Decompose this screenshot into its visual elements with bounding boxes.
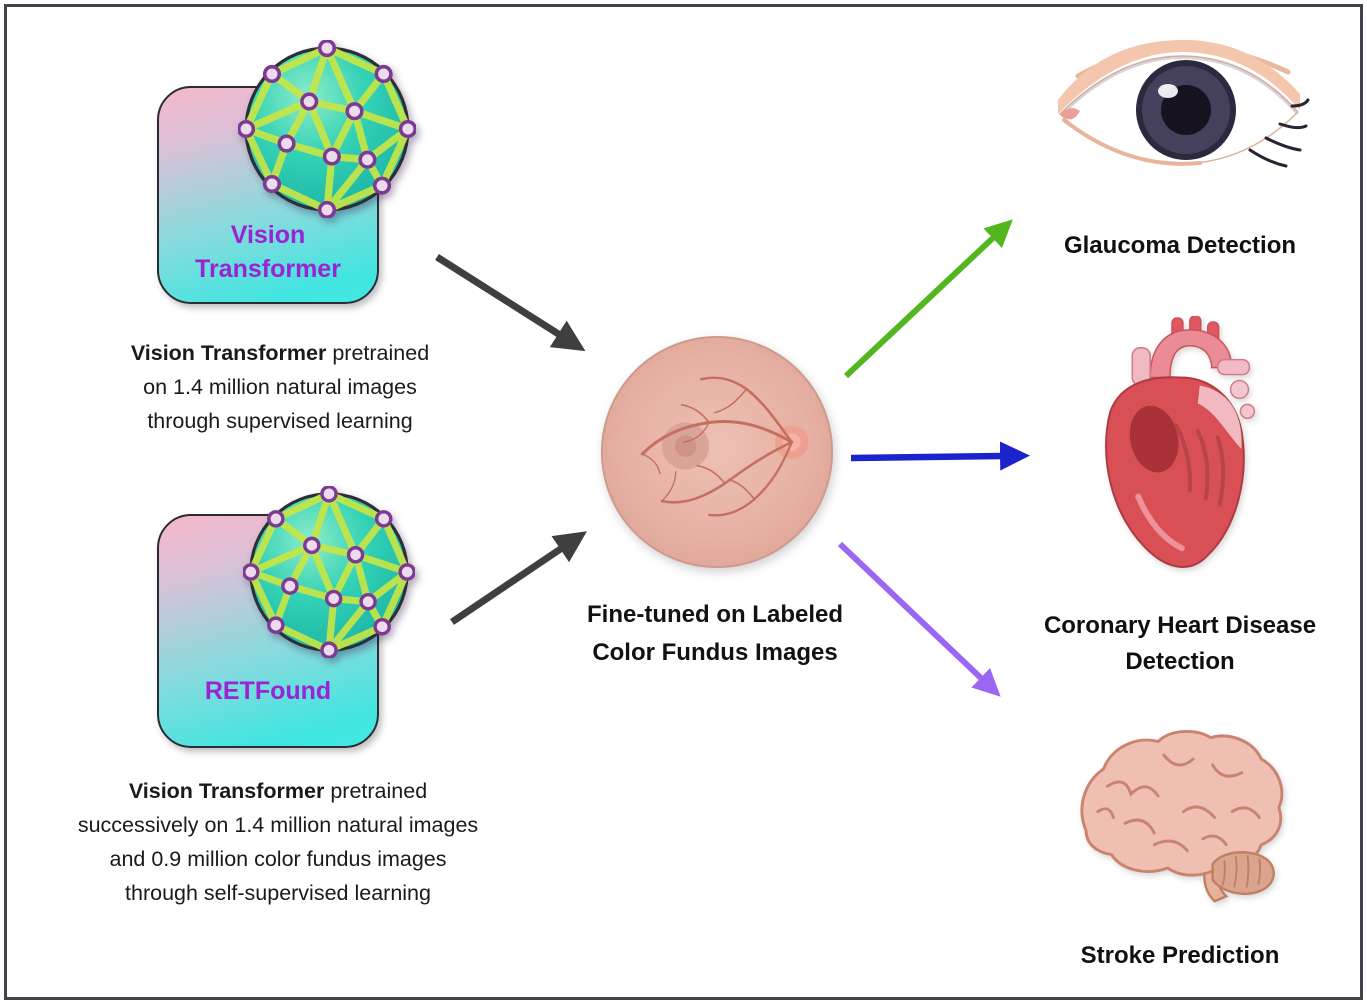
network-sphere-icon (237, 39, 417, 219)
retfound-caption: Vision Transformer pretrained successive… (18, 774, 538, 910)
retfound-caption-bold: Vision Transformer (128, 779, 325, 803)
retfound-caption-line3: and 0.9 million color fundus images (109, 847, 447, 871)
vit-caption-line1: Vision Transformer pretrained (70, 336, 490, 370)
vit-caption-rest: pretrained (326, 341, 430, 365)
eye-icon (1048, 36, 1310, 186)
retfound-box-label: RETFound (204, 677, 332, 705)
vision-transformer-box-label: Vision Transformer (159, 218, 377, 286)
retfound-caption-line2: successively on 1.4 million natural imag… (77, 813, 479, 837)
center-caption-line2: Color Fundus Images (592, 639, 838, 666)
vit-label-line2: Transformer (195, 255, 341, 283)
fundus-image-icon (599, 334, 835, 570)
vit-caption: Vision Transformer pretrained on 1.4 mil… (70, 336, 490, 438)
chd-label-line2: Detection (1125, 648, 1235, 675)
vit-label-line1: Vision (230, 221, 306, 249)
retfound-caption-line1: Vision Transformer pretrained (18, 774, 538, 808)
stroke-prediction-label: Stroke Prediction (1080, 942, 1280, 969)
vit-caption-line3: through supervised learning (147, 409, 413, 433)
retfound-caption-line4: through self-supervised learning (125, 881, 431, 905)
glaucoma-detection-label: Glaucoma Detection (1063, 232, 1297, 259)
center-caption: Fine-tuned on Labeled Color Fundus Image… (545, 596, 885, 672)
figure-border (4, 4, 1363, 1000)
center-caption-line1: Fine-tuned on Labeled (587, 601, 843, 628)
heart-icon (1080, 315, 1260, 584)
retfound-caption-rest: pretrained (324, 779, 428, 803)
vit-caption-bold: Vision Transformer (130, 341, 327, 365)
coronary-heart-disease-label: Coronary Heart Disease Detection (1005, 608, 1355, 680)
brain-icon (1068, 726, 1293, 906)
vit-caption-line2: on 1.4 million natural images (143, 375, 417, 399)
network-sphere-icon (242, 485, 416, 659)
chd-label-line1: Coronary Heart Disease (1043, 612, 1317, 639)
